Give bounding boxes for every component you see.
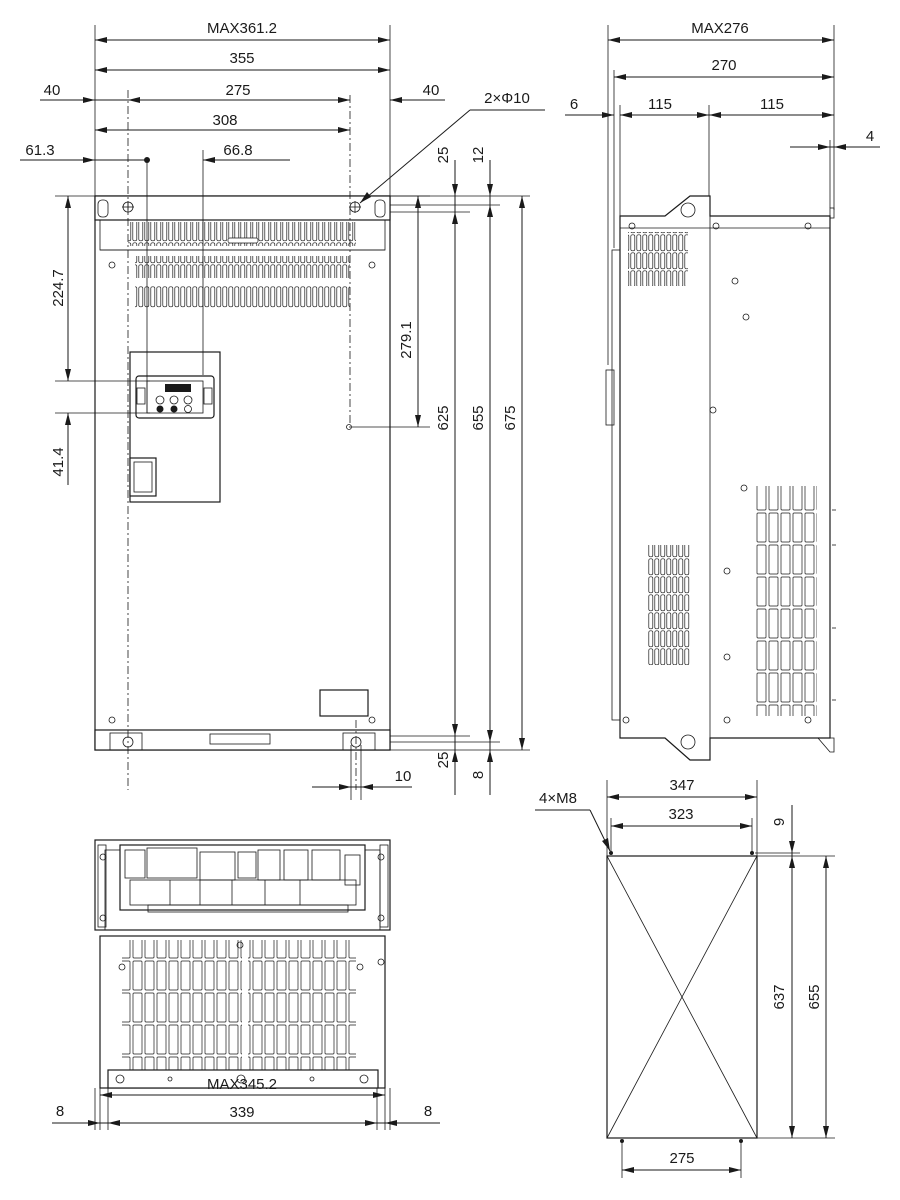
dim-9: 9 [771,818,788,826]
keypad-module [135,375,215,419]
dim-637: 637 [771,984,788,1009]
dim-max-276: MAX276 [691,20,749,37]
dim-625: 625 [435,405,452,430]
dim-12-top: 12 [470,147,487,164]
dim-275: 275 [225,82,250,99]
dim-279-1: 279.1 [398,321,415,359]
dim-61-3: 61.3 [25,142,54,159]
front-view [94,90,391,790]
side-right-vents [755,486,817,716]
bottom-left-vents [122,940,242,1070]
dim-115-b: 115 [760,96,784,113]
side-upper-vents [628,232,688,286]
front-bottom-bracket [94,729,391,751]
dim-4: 4 [866,128,874,145]
dim-tap-spec: 4×M8 [539,790,577,807]
bottom-right-vents [248,940,356,1070]
dim-6: 6 [570,96,578,113]
dim-115-a: 115 [648,96,672,113]
front-dimensions: MAX361.2 355 40 275 40 2×Φ10 308 61.3 66… [20,20,545,800]
cutout-dimensions: 4×M8 347 323 9 637 655 275 [535,777,835,1178]
terminal-block [119,844,366,911]
front-label [319,689,369,717]
side-lower-vents [648,545,690,665]
bottom-rail [107,1069,379,1089]
dim-max-345-2: MAX345.2 [207,1076,277,1093]
dim-max-361-2: MAX361.2 [207,20,277,37]
dim-347: 347 [669,777,694,794]
dim-270: 270 [711,57,736,74]
front-mid-vents [135,256,350,278]
dim-25-bottom: 25 [435,752,452,769]
dim-8-left: 8 [56,1103,64,1120]
front-top-bracket [94,195,391,221]
dim-40-left: 40 [44,82,61,99]
dim-hole-spec: 2×Φ10 [484,90,530,107]
dim-308: 308 [212,112,237,129]
dim-355: 355 [229,50,254,67]
bottom-view [94,839,391,1089]
dim-10: 10 [395,768,412,785]
dim-339: 339 [229,1104,254,1121]
dim-66-8: 66.8 [223,142,252,159]
dim-655: 655 [470,405,487,430]
dim-40-right: 40 [423,82,440,99]
dim-25-top: 25 [435,147,452,164]
dim-8-bottom: 8 [470,771,487,779]
side-view [605,195,836,761]
dim-275-bottom: 275 [669,1150,694,1167]
panel-cutout [606,851,758,1143]
dim-323: 323 [668,806,693,823]
dim-655-cutout: 655 [806,984,823,1009]
dim-224-7: 224.7 [50,269,67,307]
bottom-dimensions: MAX345.2 339 8 8 [52,1076,440,1130]
dim-41-4: 41.4 [50,447,67,476]
side-dimensions: MAX276 270 6 115 115 4 [565,20,880,365]
dim-675: 675 [502,405,519,430]
dim-8-right: 8 [424,1103,432,1120]
